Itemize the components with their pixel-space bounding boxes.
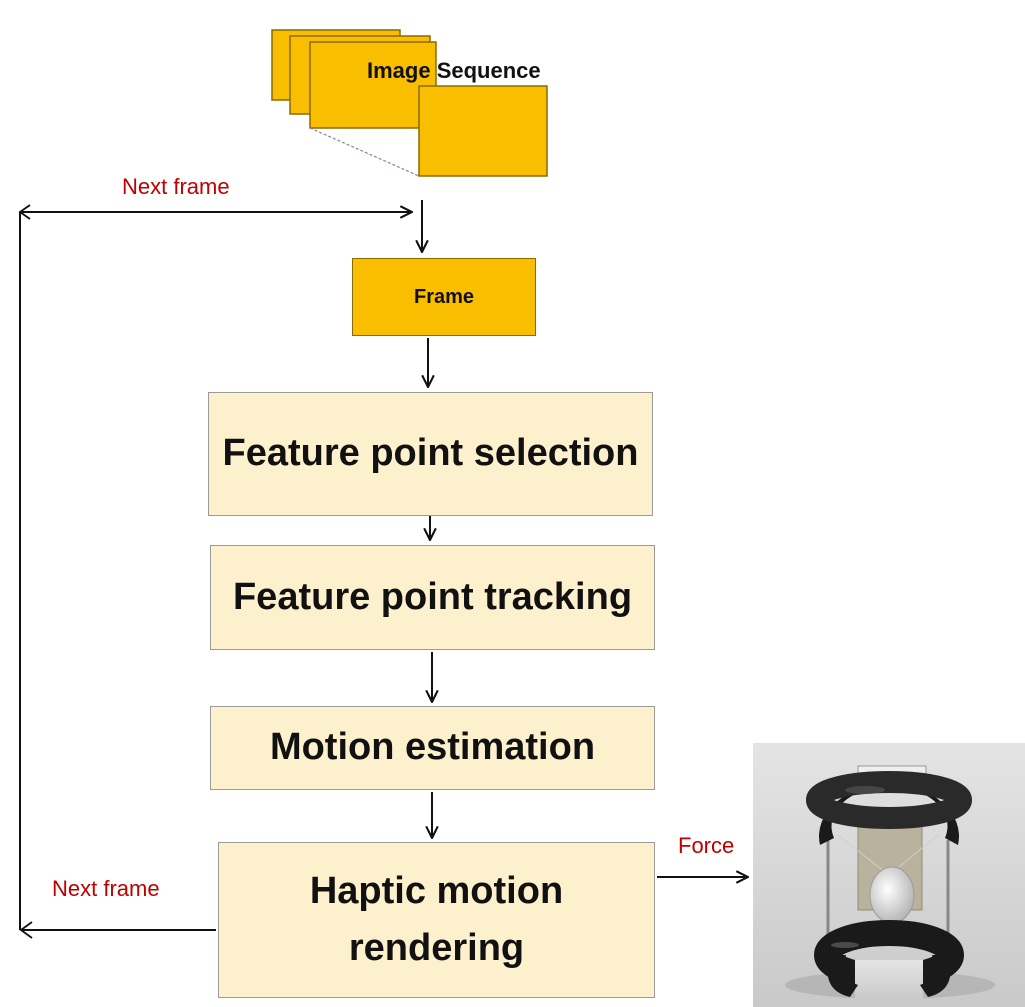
sequence-frame-3 [309, 41, 437, 129]
next-frame-bottom-label: Next frame [52, 876, 160, 901]
force-label: Force [678, 833, 735, 858]
zoom-guide-line [309, 127, 420, 177]
image-sequence-label: Image Sequence [367, 58, 541, 83]
sequence-frame-zoom [418, 85, 548, 177]
haptic-motion-rendering-line2: rendering [348, 927, 525, 969]
haptic-motion-rendering-box: Haptic motion rendering [218, 842, 655, 998]
image-sequence-stack [271, 29, 548, 177]
frame-box: Frame [352, 258, 536, 336]
motion-estimation-box: Motion estimation [210, 706, 655, 790]
feature-point-tracking-box: Feature point tracking [210, 545, 655, 650]
feature-point-tracking-label: Feature point tracking [232, 575, 633, 618]
next-frame-bottom-arrow [19, 921, 216, 939]
frame-label: Frame [413, 285, 475, 308]
feature-point-selection-box: Feature point selection [208, 392, 653, 516]
next-frame-top-label: Next frame [122, 174, 230, 199]
motion-estimation-label: Motion estimation [269, 726, 596, 769]
haptic-device-photo [753, 743, 1025, 1007]
feature-point-selection-label: Feature point selection [222, 432, 639, 475]
next-frame-top-arrow [18, 204, 412, 930]
haptic-motion-rendering-line1: Haptic motion [309, 869, 564, 912]
